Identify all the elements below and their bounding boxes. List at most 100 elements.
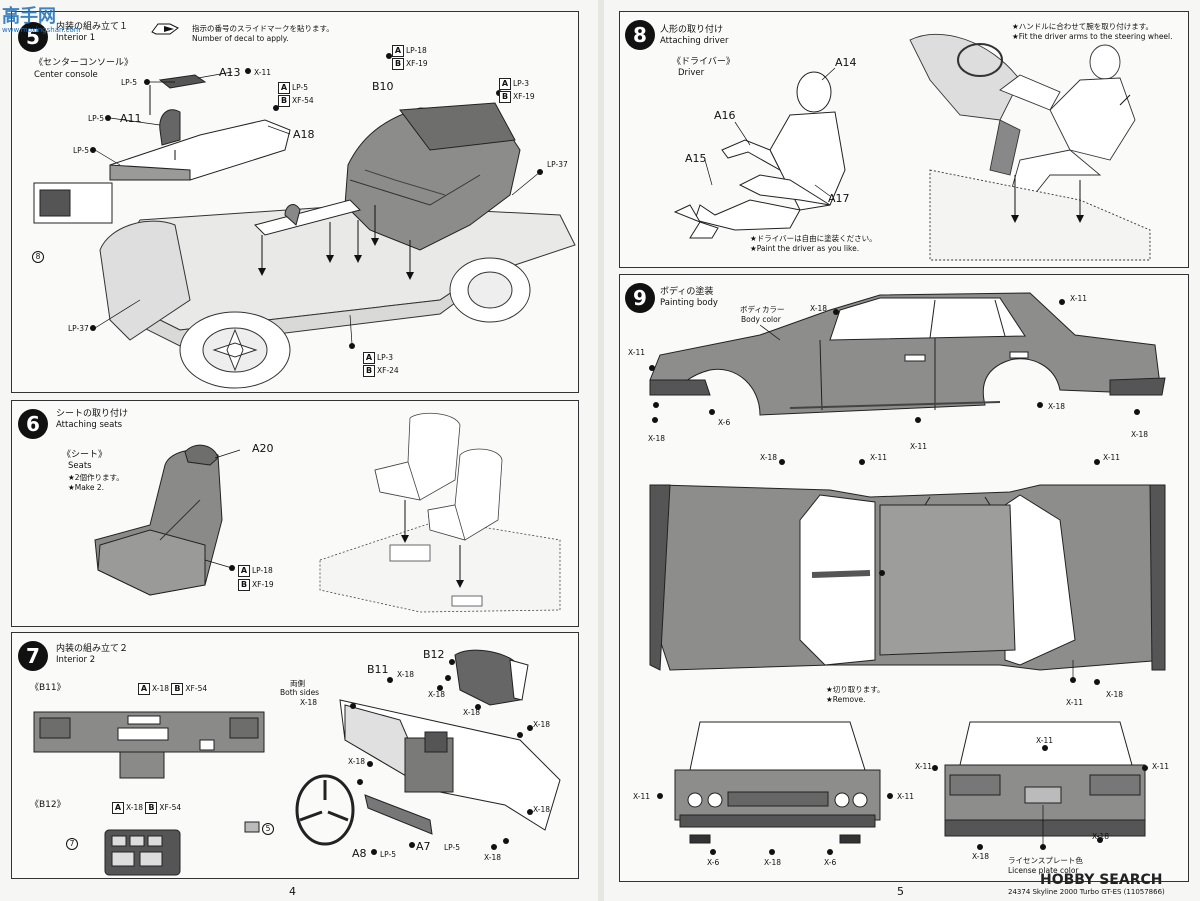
paint-note-jp: ★ドライバーは自由に塗装ください。	[750, 234, 877, 243]
a18-code-a: LP-5	[292, 83, 309, 92]
part-a11-label: A11	[120, 112, 142, 125]
x18-dash-3: X-18	[428, 690, 446, 699]
x18-side-right-low: X-18	[1131, 430, 1149, 439]
runner-a-box: A	[238, 565, 250, 577]
runner-b-box: B	[363, 365, 375, 377]
x18-top-1: X-18	[760, 453, 778, 462]
runner-a-box: A	[278, 82, 290, 94]
x18-dash-5: X-18	[533, 720, 551, 729]
step8-title-en: Attaching driver	[660, 36, 729, 46]
b12-code-a: X-18	[126, 803, 144, 812]
x18-dash-8: X-18	[484, 853, 502, 862]
step7-drawing	[33, 649, 561, 876]
page-gutter	[598, 0, 604, 901]
b10-code-b: XF-19	[406, 59, 428, 68]
runner-a-box: A	[112, 802, 124, 814]
step5-drawing	[33, 53, 576, 389]
step7-number: 7	[18, 641, 48, 671]
b11-inset-label: 《B11》	[30, 683, 66, 693]
a8-code: LP-5	[380, 850, 397, 859]
remove-note-en: ★Remove.	[826, 695, 866, 704]
a13-code: X-11	[254, 68, 272, 77]
runner-b-box: B	[278, 95, 290, 107]
arm-note-jp: ★ハンドルに合わせて腕を取り付けます。	[1012, 22, 1153, 31]
b11-code-b: XF-54	[185, 684, 208, 693]
watermark-url-left: www.moxingshan.com	[2, 26, 81, 34]
watermark-logo-right: HOBBY SEARCH	[1040, 872, 1163, 888]
part-b11-label: B11	[367, 663, 389, 676]
part-a7-label: A7	[416, 840, 431, 853]
step6-number: 6	[18, 409, 48, 439]
seat6-code-b: XF-19	[252, 580, 274, 589]
body-color-en: Body color	[741, 315, 781, 324]
seat-code-a: LP-3	[513, 79, 530, 88]
step7-title-en: Interior 2	[56, 655, 96, 665]
step9-title-en: Painting body	[660, 298, 718, 308]
seats-label-en: Seats	[68, 461, 92, 471]
seat-code-b: XF-19	[513, 92, 535, 101]
ref-decal-5-circle: 5	[262, 823, 274, 835]
step5-number: 5	[18, 22, 48, 52]
paint-note-en: ★Paint the driver as you like.	[750, 244, 860, 253]
lp37-label-right: LP-37	[547, 160, 568, 169]
step6-title-jp: シートの取り付け	[56, 409, 129, 419]
x11-top-1: X-11	[870, 453, 888, 462]
runner-b-box: B	[145, 802, 158, 814]
b10-code-a: LP-18	[406, 46, 427, 55]
floor-code-b: XF-24	[377, 366, 399, 375]
runner-b-box: B	[171, 683, 184, 695]
part-a16-label: A16	[714, 109, 736, 122]
remove-note-jp: ★切り取ります。	[826, 685, 885, 694]
x18-side-right: X-18	[1048, 402, 1066, 411]
decal-slide-icon	[150, 20, 180, 38]
step6-drawing	[94, 412, 561, 613]
decal-note-jp: 指示の番号のスライドマークを貼ります。	[192, 24, 334, 33]
b12-inset-label: 《B12》	[30, 800, 66, 810]
make-two-en: ★Make 2.	[68, 483, 105, 492]
x11-front-left: X-11	[633, 792, 651, 801]
console-label-en: Center console	[34, 70, 98, 80]
x18-rear-right: X-18	[1092, 832, 1110, 841]
b11-code-a: X-18	[152, 684, 170, 693]
x11-top-2: X-11	[1103, 453, 1121, 462]
ref-step-8-circle: 8	[32, 251, 44, 263]
ref-step-7-circle: 7	[66, 838, 78, 850]
decal-note-en: Number of decal to apply.	[192, 34, 289, 43]
part-a18-label: A18	[293, 128, 315, 141]
body-color-jp: ボディカラー	[740, 305, 785, 314]
console-label-jp: 《センターコンソール》	[34, 58, 134, 68]
x18-dash-4: X-18	[463, 708, 481, 717]
step9-number: 9	[625, 283, 655, 313]
arm-note-en: ★Fit the driver arms to the steering whe…	[1012, 32, 1173, 41]
both-sides-jp: 両側	[290, 679, 305, 688]
part-b12-label: B12	[423, 648, 445, 661]
x18-side-top: X-18	[810, 304, 828, 313]
seats-label-jp: 《シート》	[62, 450, 108, 460]
x11-side-top: X-11	[1070, 294, 1088, 303]
part-a15-label: A15	[685, 152, 707, 165]
runner-a-box: A	[392, 45, 404, 57]
footer-product: 24374 Skyline 2000 Turbo GT-ES (11057866…	[1008, 888, 1165, 896]
driver-label-en: Driver	[678, 68, 705, 78]
step9-title-jp: ボディの塗装	[660, 287, 714, 297]
step7-title-jp: 内装の組み立て２	[56, 644, 129, 654]
part-a8-label: A8	[352, 847, 367, 860]
x6-side: X-6	[718, 418, 731, 427]
lp5-label-top: LP-5	[121, 78, 138, 87]
both-sides-en: Both sides	[280, 688, 320, 697]
x18-dash-2: X-18	[397, 670, 415, 679]
driver-label-jp: 《ドライバー》	[672, 57, 735, 67]
runner-b-box: B	[392, 58, 404, 70]
part-a13-label: A13	[219, 66, 241, 79]
x6-front-right: X-6	[824, 858, 837, 867]
